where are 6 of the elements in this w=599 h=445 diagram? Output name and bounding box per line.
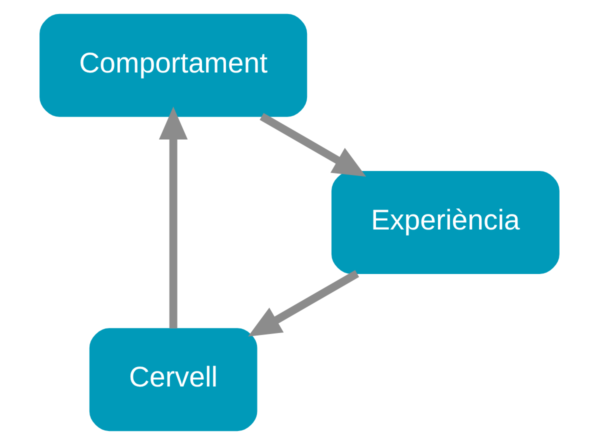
arrow xyxy=(158,106,188,328)
arrow xyxy=(260,112,366,177)
arrow xyxy=(248,270,360,336)
node-box: Cervell xyxy=(89,328,258,432)
node-box: Experiència xyxy=(331,171,560,274)
node-box: Comportament xyxy=(40,14,308,117)
